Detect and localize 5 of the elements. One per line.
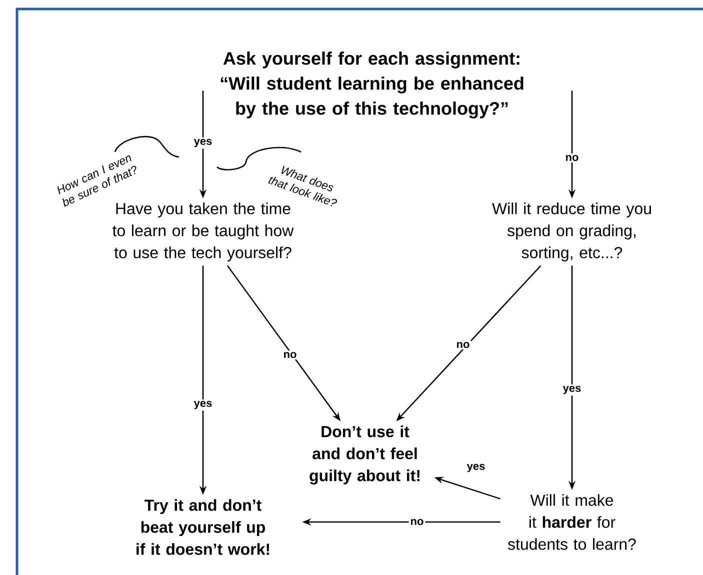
question-text: Will it make it harder for students to learn? [508, 494, 636, 550]
question-text: Will it reduce time you spend on grading, sorting, etc...? [492, 202, 651, 262]
title-text: Ask yourself for each assignment: “Will student learning be enhanced by the use of this technology?” [220, 52, 524, 118]
outcome-text: Don’t use it and don’t feel guilty about it! [310, 426, 420, 484]
outcome-text: Try it and don’t beat yourself up if it doesn’t work! [136, 499, 270, 555]
